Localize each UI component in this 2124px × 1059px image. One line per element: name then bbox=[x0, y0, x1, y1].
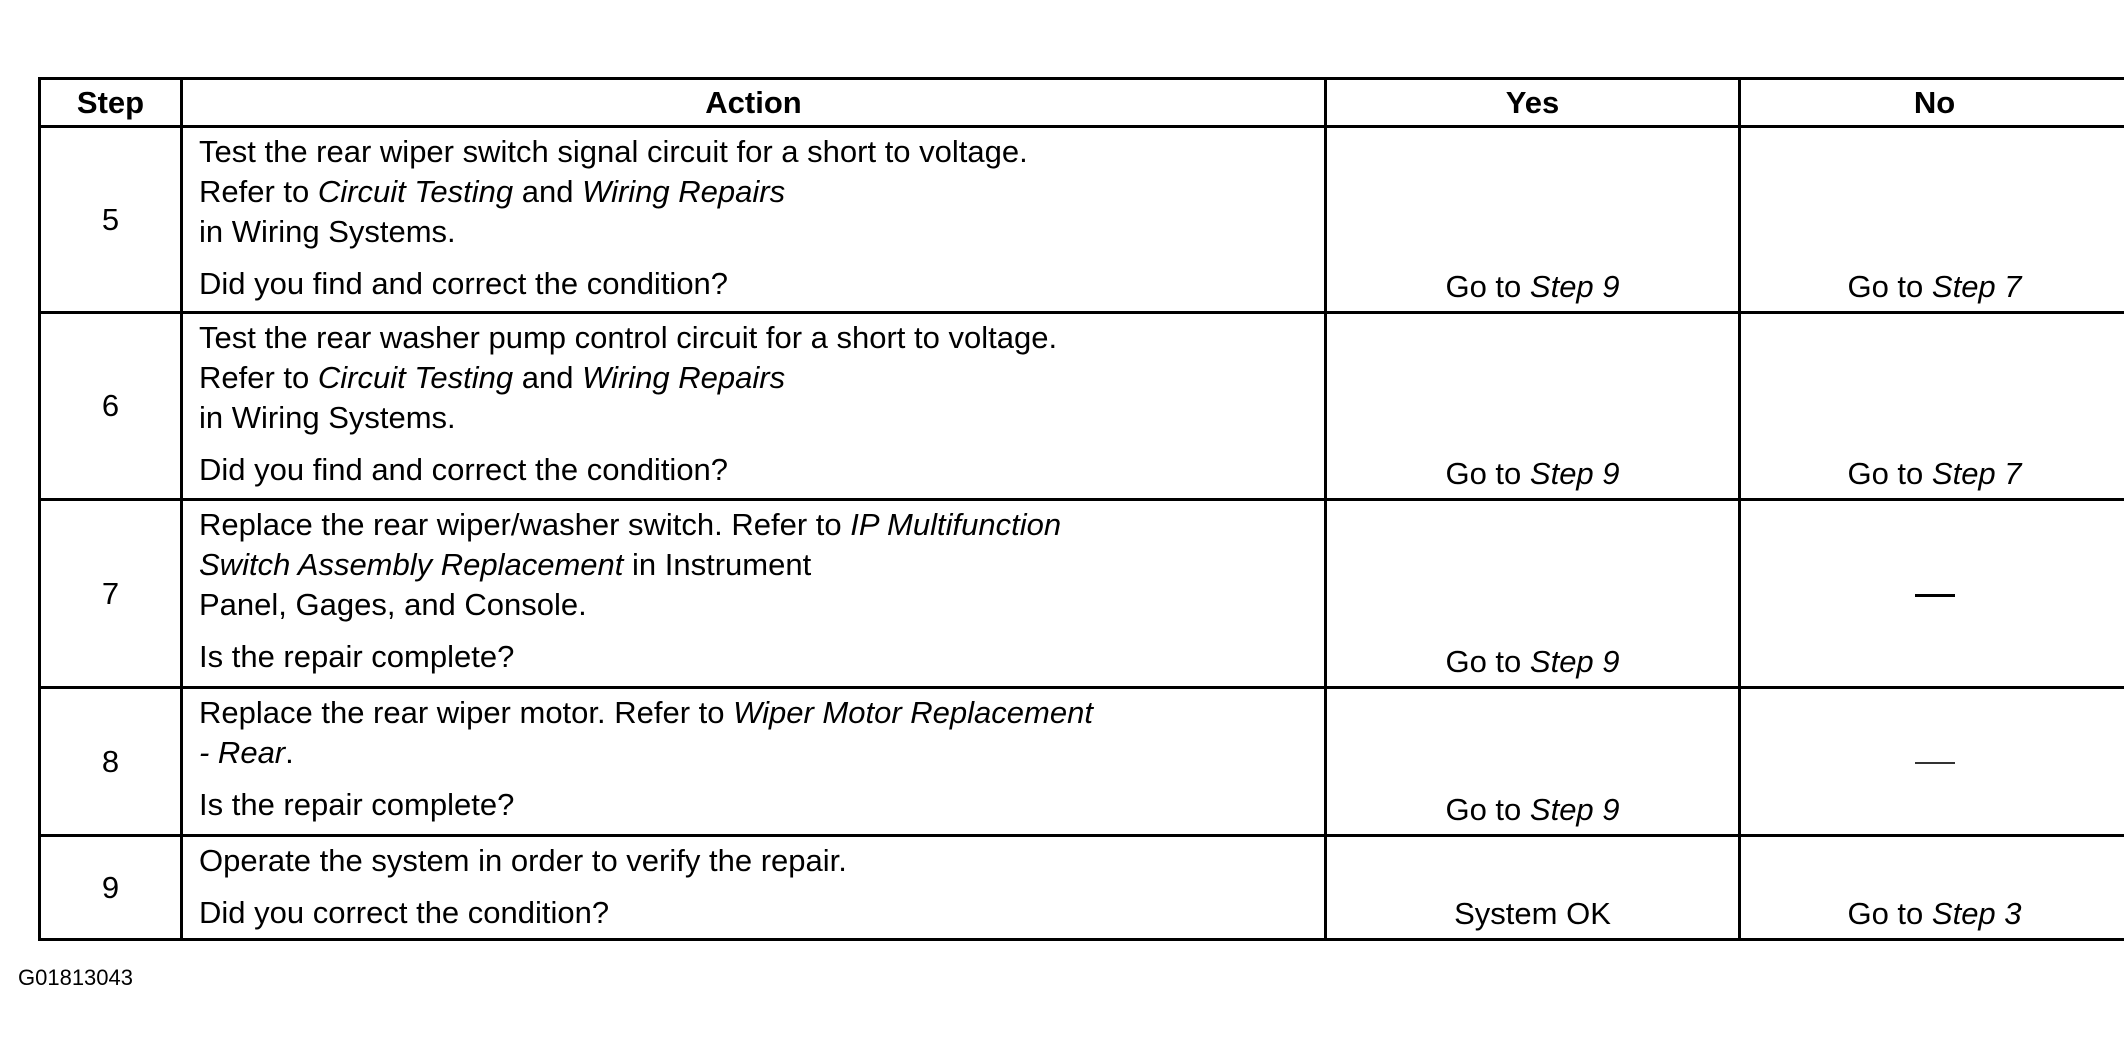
no-result: Go to Step 7 bbox=[1738, 311, 2124, 501]
reference-link: Wiper Motor Replacement bbox=[733, 695, 1093, 730]
no-result bbox=[1738, 498, 2124, 689]
action-cell: Test the rear washer pump control circui… bbox=[180, 311, 1327, 501]
yes-result: Go to Step 9 bbox=[1324, 686, 1741, 837]
action-cell: Replace the rear wiper/washer switch. Re… bbox=[180, 498, 1327, 689]
step-number: 7 bbox=[38, 498, 183, 689]
action-question: Did you correct the condition? bbox=[199, 895, 610, 930]
action-description: Test the rear washer pump control circui… bbox=[199, 320, 1058, 435]
no-result: Go to Step 3 bbox=[1738, 834, 2124, 941]
figure-id: G01813043 bbox=[18, 965, 133, 990]
reference-link: - Rear bbox=[199, 735, 286, 770]
step-reference: Step 9 bbox=[1529, 644, 1620, 679]
yes-result: Go to Step 9 bbox=[1324, 311, 1741, 501]
table-row: 9 Operate the system in order to verify … bbox=[38, 834, 2124, 941]
table-row: 5 Test the rear wiper switch signal circ… bbox=[38, 125, 2124, 314]
action-description: Operate the system in order to verify th… bbox=[199, 843, 847, 878]
reference-link: IP Multifunction bbox=[850, 507, 1062, 542]
action-cell: Replace the rear wiper motor. Refer to W… bbox=[180, 686, 1327, 837]
step-reference: Step 9 bbox=[1529, 792, 1620, 827]
action-question: Is the repair complete? bbox=[199, 787, 515, 822]
yes-result: System OK bbox=[1324, 834, 1741, 941]
table-row: 6 Test the rear washer pump control circ… bbox=[38, 311, 2124, 501]
action-question: Is the repair complete? bbox=[199, 639, 515, 674]
header-action: Action bbox=[180, 77, 1327, 128]
action-description: Test the rear wiper switch signal circui… bbox=[199, 134, 1028, 249]
header-yes: Yes bbox=[1324, 77, 1741, 128]
step-number: 9 bbox=[38, 834, 183, 941]
reference-link: Wiring Repairs bbox=[582, 174, 786, 209]
em-dash-icon bbox=[1914, 762, 1955, 765]
table-row: 7 Replace the rear wiper/washer switch. … bbox=[38, 498, 2124, 689]
yes-result: Go to Step 9 bbox=[1324, 498, 1741, 689]
header-step: Step bbox=[38, 77, 183, 128]
reference-link: Circuit Testing bbox=[317, 360, 514, 395]
action-cell: Operate the system in order to verify th… bbox=[180, 834, 1327, 941]
action-description: Replace the rear wiper motor. Refer to W… bbox=[199, 695, 1093, 770]
reference-link: Circuit Testing bbox=[317, 174, 514, 209]
step-reference: Step 3 bbox=[1931, 896, 2022, 931]
yes-result: Go to Step 9 bbox=[1324, 125, 1741, 314]
table-row: 8 Replace the rear wiper motor. Refer to… bbox=[38, 686, 2124, 837]
em-dash-icon bbox=[1914, 593, 1955, 597]
step-number: 6 bbox=[38, 311, 183, 501]
step-reference: Step 7 bbox=[1931, 269, 2022, 304]
no-result bbox=[1738, 686, 2124, 837]
action-question: Did you find and correct the condition? bbox=[199, 266, 729, 301]
step-reference: Step 7 bbox=[1931, 456, 2022, 491]
reference-link: Switch Assembly Replacement bbox=[199, 547, 624, 582]
step-reference: Step 9 bbox=[1529, 456, 1620, 491]
action-description: Replace the rear wiper/washer switch. Re… bbox=[199, 507, 1062, 622]
diagnostic-table: Step Action Yes No 5 Test the rear wiper… bbox=[38, 77, 2124, 941]
no-result: Go to Step 7 bbox=[1738, 125, 2124, 314]
step-number: 8 bbox=[38, 686, 183, 837]
step-number: 5 bbox=[38, 125, 183, 314]
reference-link: Wiring Repairs bbox=[582, 360, 786, 395]
action-question: Did you find and correct the condition? bbox=[199, 452, 729, 487]
action-cell: Test the rear wiper switch signal circui… bbox=[180, 125, 1327, 314]
header-no: No bbox=[1738, 77, 2124, 128]
step-reference: Step 9 bbox=[1529, 269, 1620, 304]
table-header-row: Step Action Yes No bbox=[38, 77, 2124, 128]
